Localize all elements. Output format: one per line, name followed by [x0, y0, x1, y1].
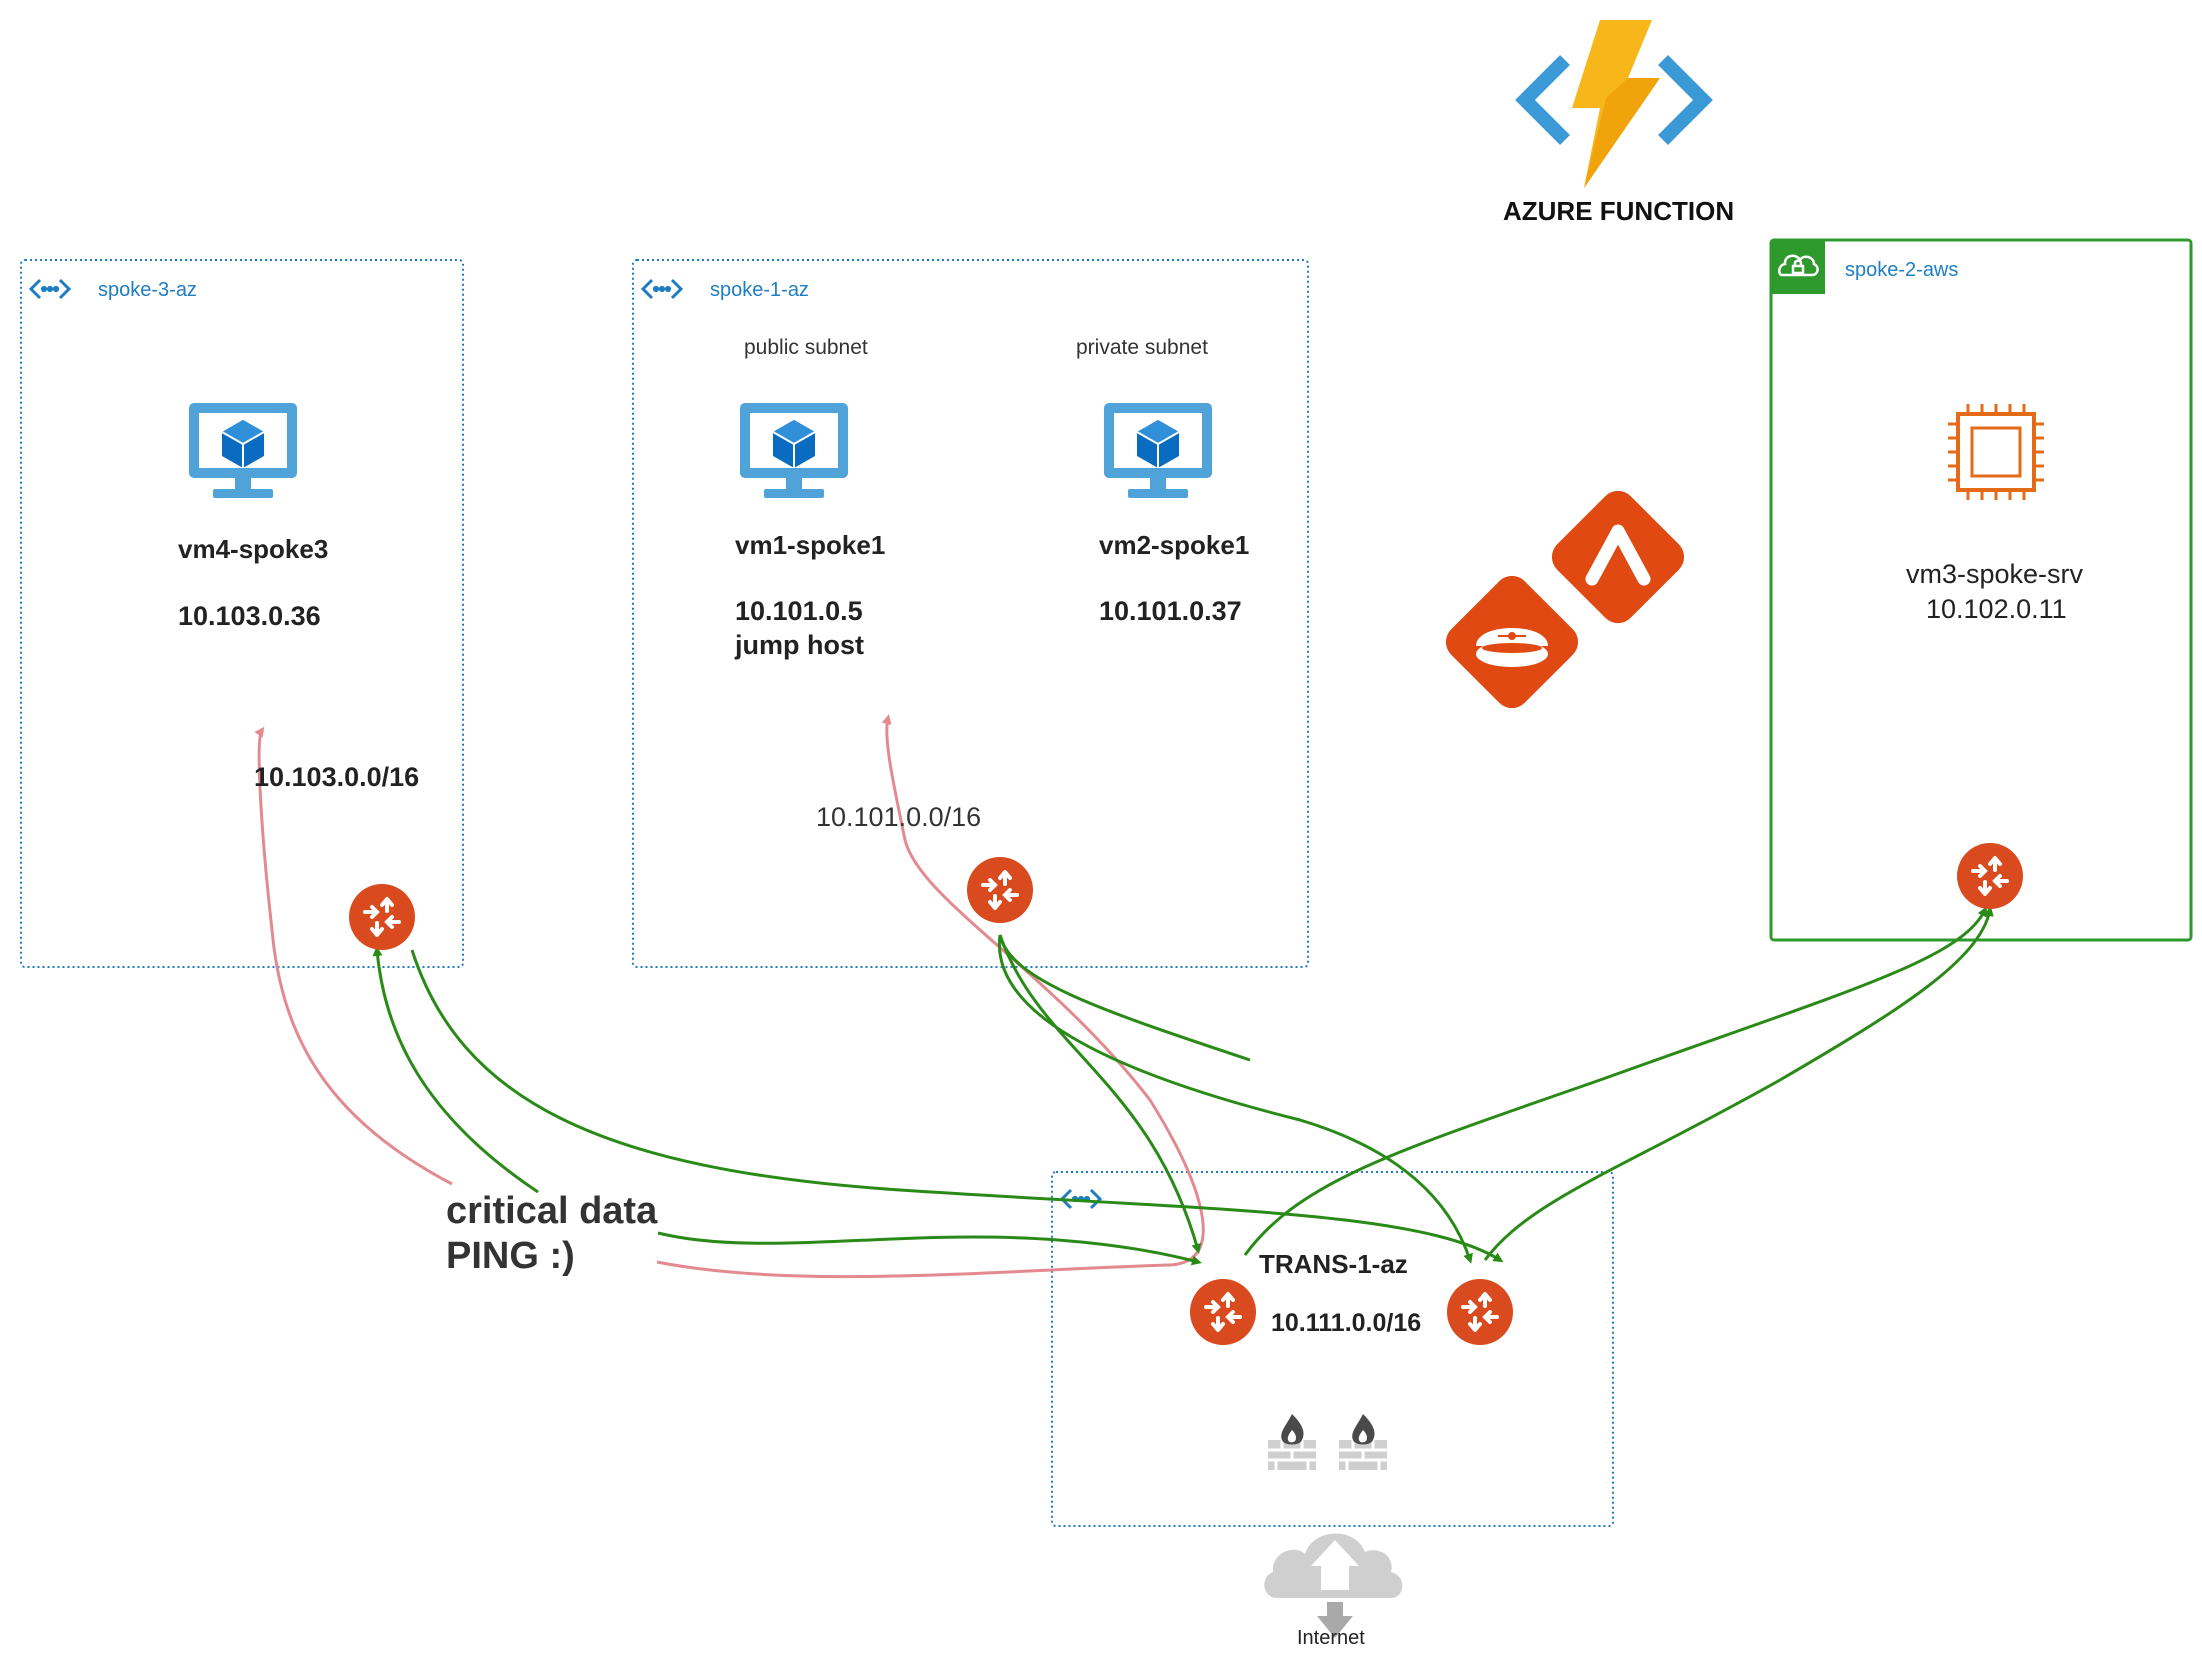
aviatrix-controller-icon — [1551, 490, 1685, 624]
spoke-2-aws-box — [1769, 238, 2193, 942]
private-subnet-label: private subnet — [1076, 336, 1208, 359]
vm2-spoke1-icon — [1103, 402, 1213, 499]
tunnel-spoke1-transit-b — [997, 934, 1473, 1264]
tunnel-spoke2-transit-a — [1243, 906, 1987, 1256]
tunnel-spoke2-transit-b — [1483, 906, 1994, 1261]
spoke-1-cidr: 10.101.0.0/16 — [816, 802, 982, 832]
vm1-spoke1-role: jump host — [735, 630, 864, 660]
vm2-spoke1-name[interactable]: vm2-spoke1 — [1099, 530, 1250, 560]
transit-cidr: 10.111.0.0/16 — [1271, 1309, 1422, 1337]
vm1-spoke1-ip: 10.101.0.5 — [735, 596, 863, 626]
tunnel-spoke3-transit-a — [372, 946, 539, 1194]
azure-function-title: AZURE FUNCTION — [1503, 196, 1735, 226]
router-transit-1 — [1188, 1277, 1258, 1347]
critical-data-note-line2: PING :) — [446, 1235, 575, 1277]
internet-cloud-icon — [1264, 1533, 1403, 1638]
vm4-spoke3-icon — [188, 402, 298, 499]
public-subnet-label: public subnet — [744, 336, 868, 359]
vm1-spoke1-icon — [739, 402, 849, 499]
spoke-2-aws-label[interactable]: spoke-2-aws — [1845, 259, 1959, 281]
router-spoke2 — [1955, 841, 2025, 911]
router-spoke1 — [965, 855, 1035, 925]
vnet-icon-spoke3 — [28, 278, 72, 300]
vm2-spoke1-ip: 10.101.0.37 — [1099, 596, 1242, 626]
router-spoke3 — [347, 882, 417, 952]
vnet-icon-spoke1 — [640, 278, 684, 300]
spoke-3-az-box — [20, 259, 464, 968]
router-transit-2 — [1445, 1277, 1515, 1347]
tunnel-spoke1-transit-a — [998, 934, 1202, 1254]
vm4-spoke3-name[interactable]: vm4-spoke3 — [178, 534, 329, 564]
azure-function-icon — [1515, 20, 1713, 188]
aviatrix-copilot-icon — [1445, 575, 1579, 709]
transit-label[interactable]: TRANS-1-az — [1259, 1249, 1408, 1279]
vm4-spoke3-ip: 10.103.0.36 — [178, 601, 321, 631]
trans-1-az-box — [1051, 1171, 1614, 1527]
vm3-spoke-srv-name[interactable]: vm3-spoke-srv — [1906, 559, 2084, 589]
vm3-spoke-srv-ip: 10.102.0.11 — [1926, 594, 2067, 624]
tunnel-spoke3-transit-b — [657, 1231, 1202, 1266]
firewall-icon-1 — [1266, 1412, 1318, 1472]
tunnel-spoke1-transit-c — [998, 934, 1251, 1062]
firewall-icon-2 — [1337, 1412, 1389, 1472]
spoke-3-cidr: 10.103.0.0/16 — [254, 762, 420, 792]
critical-data-note-line1: critical data — [446, 1190, 658, 1232]
tunnel-spoke3-transit-c — [410, 949, 1504, 1263]
spoke-3-az-label[interactable]: spoke-3-az — [98, 279, 197, 301]
spoke-1-az-label[interactable]: spoke-1-az — [710, 279, 809, 301]
aws-ec2-instance-icon — [1948, 404, 2044, 500]
critical-data-path-spoke1 — [656, 714, 1205, 1279]
vm1-spoke1-name[interactable]: vm1-spoke1 — [735, 530, 886, 560]
internet-label: Internet — [1297, 1627, 1365, 1649]
vpc-cloud-lock-icon — [1778, 254, 1819, 277]
spoke-1-az-box — [632, 259, 1309, 968]
critical-data-path-spoke3 — [254, 726, 453, 1186]
